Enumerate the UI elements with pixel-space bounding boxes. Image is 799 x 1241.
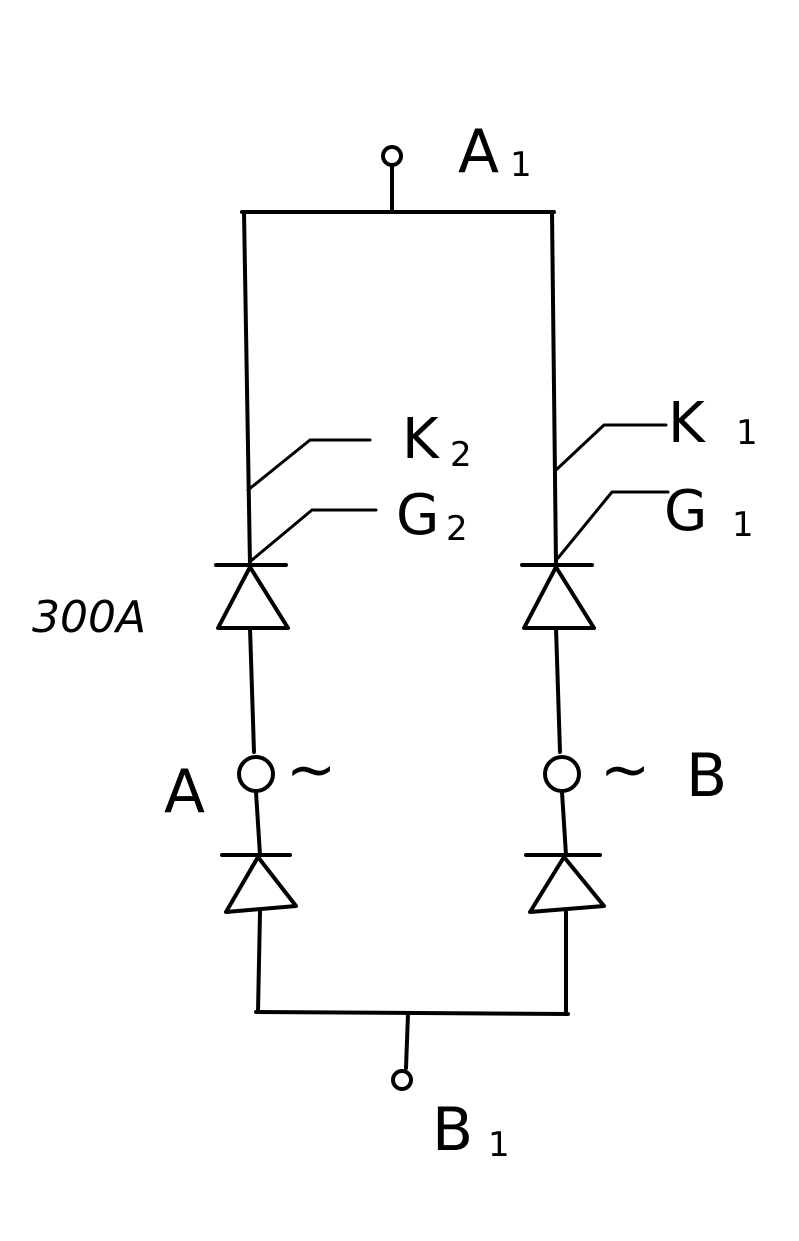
k1-leader-line bbox=[554, 423, 668, 472]
right-mid-wire bbox=[554, 626, 562, 754]
left-bottom-wire bbox=[256, 910, 262, 1014]
top-terminal bbox=[381, 145, 403, 214]
left-ac-terminal bbox=[237, 755, 275, 793]
g1-label: G bbox=[664, 479, 707, 544]
left-upper-wire bbox=[242, 210, 252, 567]
left-thyristor-triangle bbox=[216, 565, 290, 630]
bottom-terminal-lead bbox=[404, 1012, 410, 1070]
right-ac-tilde: ~ bbox=[600, 735, 650, 805]
k1-label-subscript: 1 bbox=[736, 413, 758, 453]
top-terminal-node bbox=[381, 145, 403, 167]
left-ac-node bbox=[237, 755, 275, 793]
right-lower-wire bbox=[560, 790, 568, 857]
top-terminal-label: A bbox=[458, 117, 499, 187]
left-ac-label: A bbox=[164, 757, 205, 827]
right-ac-label: B bbox=[686, 741, 727, 811]
left-mid-wire bbox=[248, 626, 256, 754]
left-lower-wire bbox=[254, 790, 262, 857]
k1-label: K bbox=[668, 391, 706, 456]
bottom-terminal bbox=[391, 1012, 413, 1091]
k2-leader-line bbox=[246, 438, 372, 492]
left-ac-tilde: ~ bbox=[286, 735, 336, 805]
g1-label-subscript: 1 bbox=[732, 505, 754, 545]
bottom-terminal-label: B bbox=[432, 1095, 473, 1165]
g2-label: G bbox=[396, 483, 439, 548]
right-diode-triangle bbox=[528, 855, 606, 914]
right-thyristor-symbol bbox=[520, 563, 596, 630]
left-diode-triangle bbox=[224, 855, 298, 914]
bottom-terminal-node bbox=[391, 1069, 413, 1091]
current-rating-label: 300A bbox=[32, 592, 146, 643]
left-thyristor-symbol bbox=[214, 563, 290, 630]
g2-leader-line bbox=[250, 508, 378, 562]
right-upper-wire bbox=[550, 210, 558, 567]
g2-label-subscript: 2 bbox=[446, 509, 468, 549]
bottom-bus-wire bbox=[254, 1010, 570, 1016]
right-ac-terminal bbox=[543, 755, 581, 793]
g1-leader-line bbox=[556, 490, 670, 560]
k2-label: K bbox=[402, 407, 440, 472]
bottom-terminal-label-subscript: 1 bbox=[488, 1125, 510, 1165]
right-ac-node bbox=[543, 755, 581, 793]
top-terminal-label-subscript: 1 bbox=[510, 145, 532, 185]
k2-label-subscript: 2 bbox=[450, 435, 472, 475]
left-diode-symbol bbox=[220, 853, 298, 914]
right-thyristor-triangle bbox=[522, 565, 596, 630]
right-diode-symbol bbox=[524, 853, 606, 914]
